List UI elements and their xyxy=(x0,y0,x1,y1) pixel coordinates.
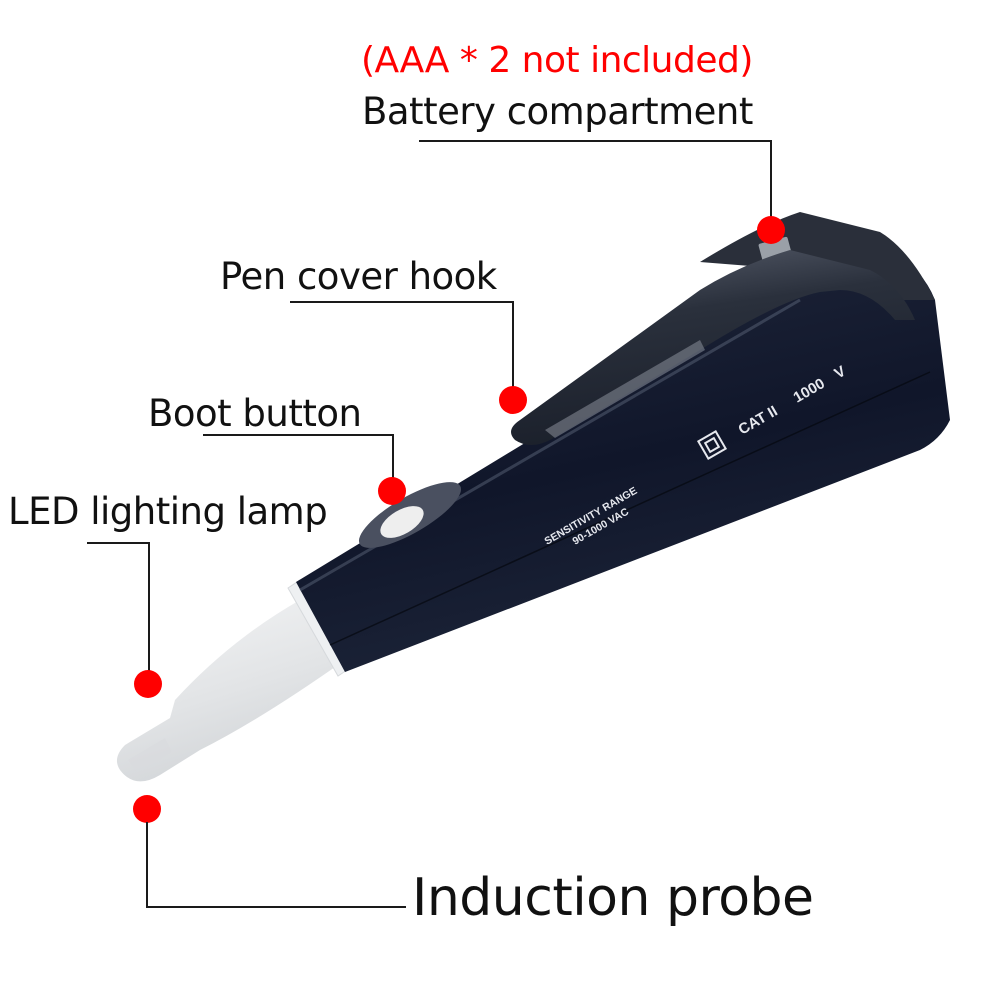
boot-marker-dot xyxy=(378,477,406,505)
hook-marker-dot xyxy=(499,386,527,414)
boot-leader-v xyxy=(392,434,394,479)
led-leader-h xyxy=(87,542,149,544)
boot-button-label: Boot button xyxy=(148,392,362,435)
hook-leader-h xyxy=(290,301,513,303)
probe-marker-dot xyxy=(133,795,161,823)
hook-leader-v xyxy=(512,301,514,389)
battery-compartment-label: Battery compartment xyxy=(362,90,753,133)
battery-leader-h xyxy=(419,140,771,142)
double-square-icon xyxy=(696,429,728,461)
led-leader-v xyxy=(148,542,150,672)
boot-button xyxy=(358,482,462,548)
battery-note: (AAA * 2 not included) xyxy=(361,40,753,81)
pen-body xyxy=(296,248,950,673)
battery-marker-dot xyxy=(757,216,785,244)
led-lamp-label: LED lighting lamp xyxy=(8,490,328,533)
pen-cover-hook xyxy=(511,250,915,445)
probe-leader-h xyxy=(146,906,406,908)
boot-leader-h xyxy=(203,434,393,436)
induction-probe-label: Induction probe xyxy=(412,868,814,928)
probe-leader-v xyxy=(146,822,148,907)
battery-leader-v xyxy=(770,140,772,218)
led-marker-dot xyxy=(134,670,162,698)
pen-cover-hook-label: Pen cover hook xyxy=(220,255,497,298)
